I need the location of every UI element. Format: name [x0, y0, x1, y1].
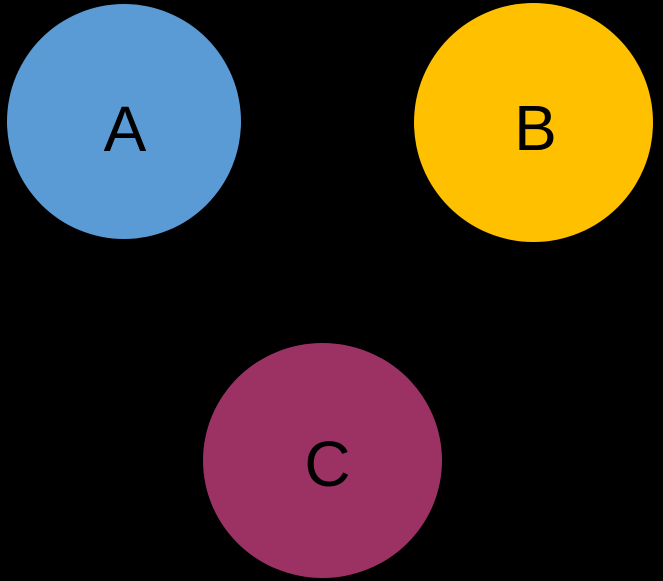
- node-label-b: B: [514, 91, 557, 164]
- node-label-a: A: [103, 92, 147, 165]
- node-circle-b[interactable]: B: [414, 3, 653, 242]
- node-label-c: C: [304, 427, 351, 500]
- node-circle-a[interactable]: A: [7, 4, 241, 239]
- node-circle-c[interactable]: C: [203, 343, 442, 578]
